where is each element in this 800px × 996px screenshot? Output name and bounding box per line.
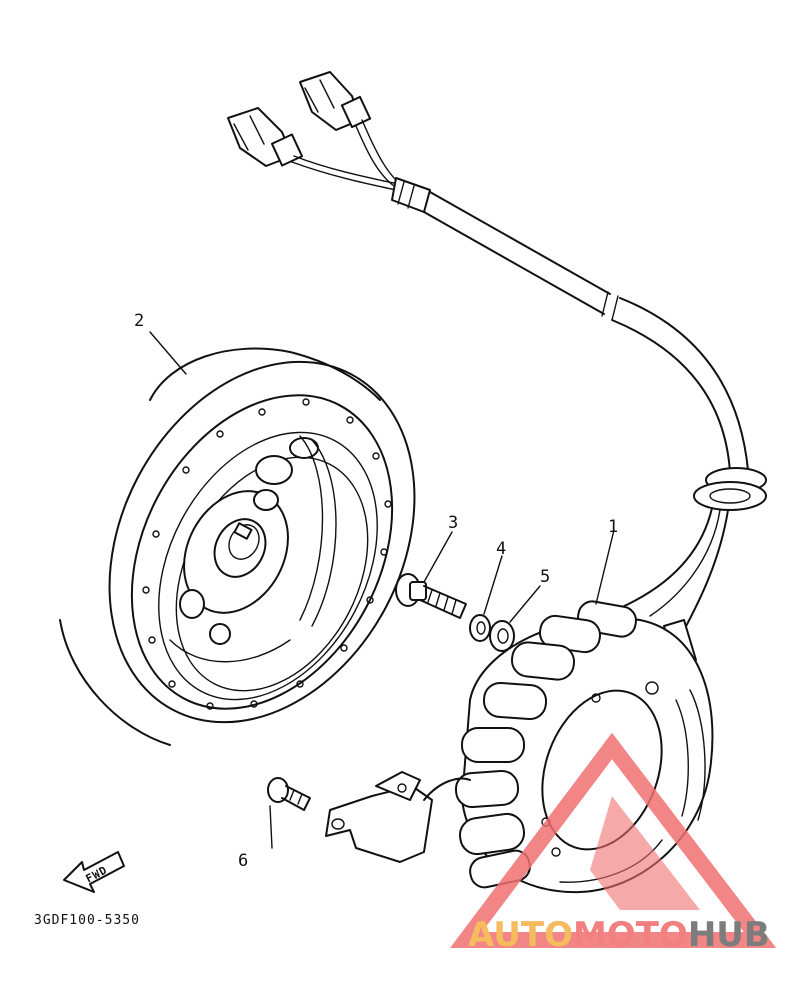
- grommet: [693, 467, 767, 511]
- callout-6: 6: [238, 851, 248, 871]
- watermark-moto: MOTO: [573, 915, 688, 955]
- callout-5: 5: [540, 567, 550, 587]
- watermark-hub: HUB: [688, 915, 770, 955]
- spring-washer-4: [469, 614, 491, 642]
- fwd-arrow-icon: FWD: [63, 851, 125, 893]
- diagram-code: 3GDF100-5350: [34, 913, 140, 928]
- callout-1: 1: [608, 517, 618, 537]
- watermark-auto: AUTO: [468, 915, 573, 955]
- callout-3: 3: [448, 513, 458, 533]
- connector-lower: [227, 107, 304, 167]
- flywheel-rotor: [59, 347, 416, 746]
- plain-washer-5: [489, 620, 515, 652]
- screw-6: [267, 777, 311, 811]
- pickup-coil: [325, 771, 471, 863]
- watermark-logo: AUTOMOTOHUB: [449, 732, 777, 955]
- bolt-3: [395, 573, 467, 619]
- leader-lines: [149, 331, 615, 849]
- callout-4: 4: [496, 539, 506, 559]
- svg-text:AUTOMOTOHUB: AUTOMOTOHUB: [468, 915, 770, 955]
- callout-2: 2: [134, 311, 144, 331]
- connector-upper: [299, 71, 372, 131]
- rim-holes: [142, 398, 392, 710]
- watermark-triangle: [449, 732, 777, 948]
